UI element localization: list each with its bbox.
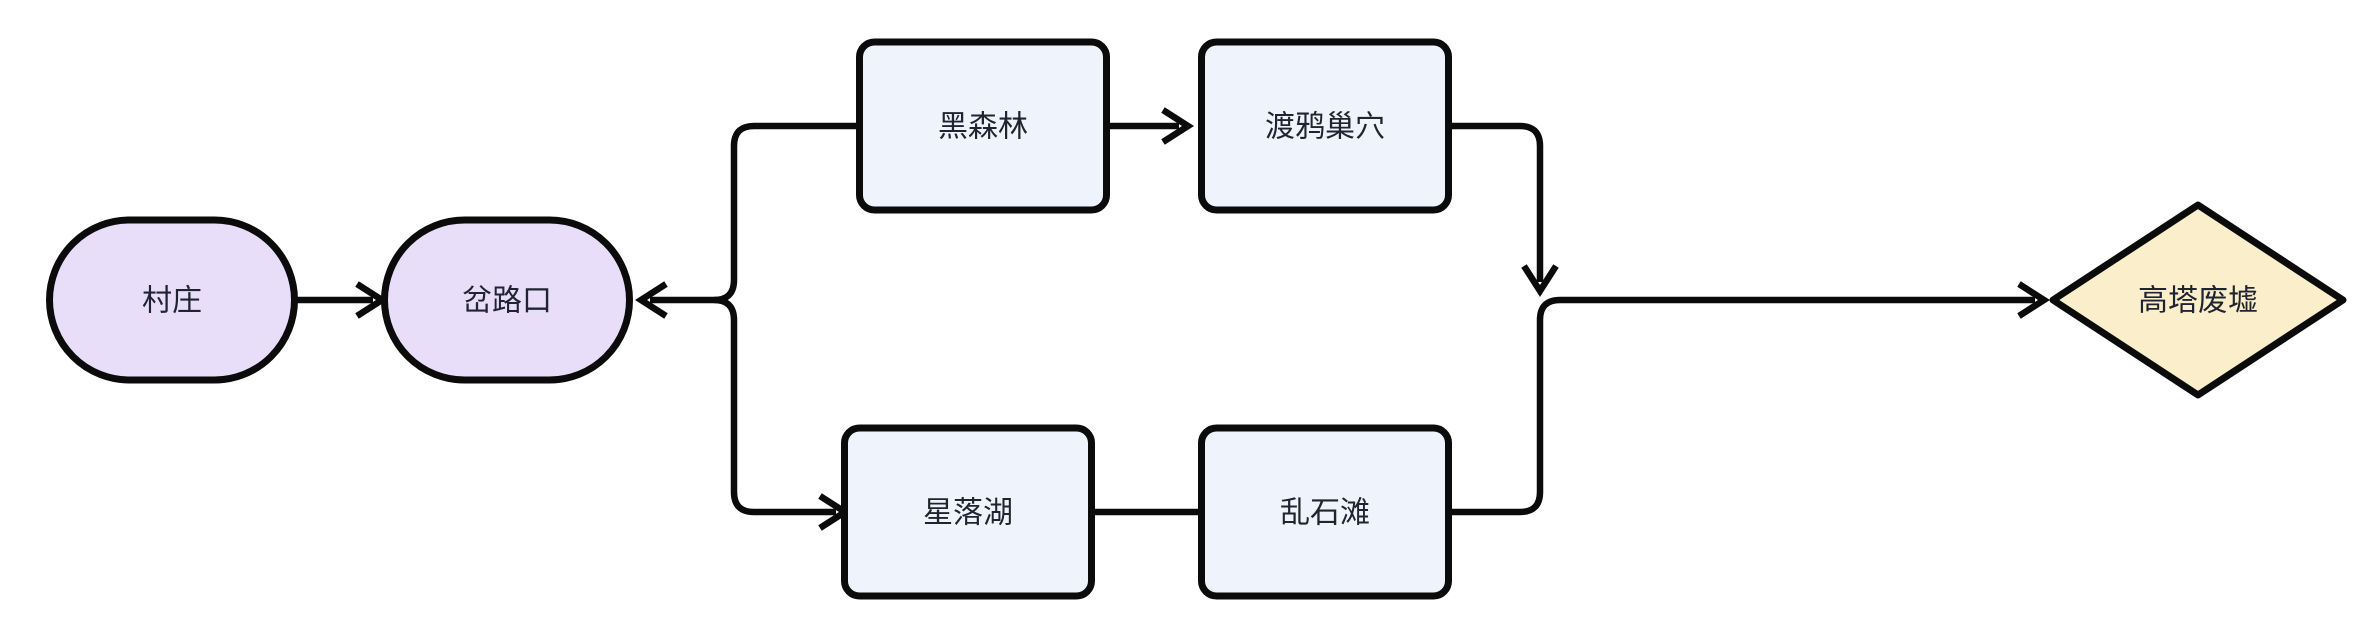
edge-village-to-crossroads[interactable]: [296, 281, 389, 319]
village-label: 村庄: [142, 285, 202, 318]
node-rubble-shore[interactable]: 乱石滩: [1198, 424, 1452, 600]
starfall-lake-shape: [841, 424, 1095, 600]
dark-forest-shape: [856, 38, 1110, 214]
node-layer: 村庄 岔路口 黑森林 渡鸦巢穴 星落湖: [46, 38, 2347, 600]
node-crossroads[interactable]: 岔路口: [381, 216, 633, 384]
tower-ruins-label: 高塔废墟: [2138, 285, 2258, 318]
edge-darkforest-to-crossroads[interactable]: [634, 122, 860, 319]
rubble-shore-shape: [1198, 424, 1452, 600]
raven-nest-shape: [1198, 38, 1452, 214]
rubble-shore-label: 乱石滩: [1280, 497, 1370, 530]
edge-crossroads-to-starfalllake[interactable]: [713, 296, 852, 531]
crossroads-shape: [381, 216, 633, 384]
village-shape: [46, 216, 298, 384]
edge-layer: [296, 107, 2051, 531]
tower-ruins-shape: [2049, 201, 2347, 399]
edge-rubbleshore-to-towerruins[interactable]: [1449, 296, 1561, 516]
raven-nest-label: 渡鸦巢穴: [1265, 111, 1385, 144]
node-tower-ruins[interactable]: 高塔废墟: [2049, 201, 2347, 399]
edge-darkforest-to-ravennest[interactable]: [1107, 107, 1195, 145]
node-raven-nest[interactable]: 渡鸦巢穴: [1198, 38, 1452, 214]
node-dark-forest[interactable]: 黑森林: [856, 38, 1110, 214]
edge-junction-to-towerruins[interactable]: [1560, 281, 2051, 319]
node-starfall-lake[interactable]: 星落湖: [841, 424, 1095, 600]
edge-ravennest-to-towerruins[interactable]: [1449, 122, 1559, 298]
starfall-lake-label: 星落湖: [923, 497, 1013, 530]
dark-forest-label: 黑森林: [938, 111, 1028, 144]
node-village[interactable]: 村庄: [46, 216, 298, 384]
crossroads-label: 岔路口: [462, 285, 552, 318]
